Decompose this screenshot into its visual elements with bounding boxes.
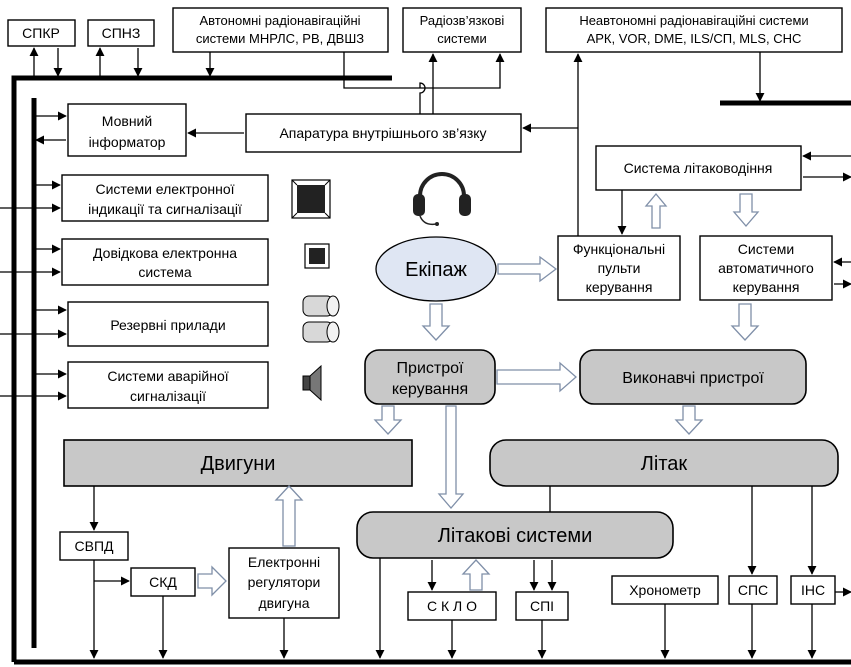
autocontrol-block: Системи автоматичного керування <box>699 235 833 301</box>
navigation-system-block: Система літаководіння <box>595 145 802 191</box>
engine-regulators-label-3: двигуна <box>258 595 309 611</box>
controls-label-2: керування <box>392 381 468 398</box>
backup-instruments-label: Резервні прилади <box>110 317 225 333</box>
crew-label: Екіпаж <box>405 259 467 281</box>
nonautonomous-nav-label-2: АРК, VOR, DME, ILS/СП, MLS, СНС <box>587 31 802 46</box>
eis-label-1: Системи електронної <box>96 181 235 197</box>
alarm-systems-label-2: сигналізації <box>130 388 206 404</box>
actuators-block: Виконавчі пристрої <box>579 349 807 405</box>
ins-block: ІНС <box>790 575 836 605</box>
nonautonomous-nav-label-1: Неавтономні радіонавігаційні системи <box>579 13 808 28</box>
voice-informer-label-1: Мовний <box>102 113 152 129</box>
chronometer-block: Хронометр <box>611 575 719 605</box>
skd-block: СКД <box>130 567 196 597</box>
reference-system-block: Довідкова електронна система <box>61 238 269 286</box>
spnz-label: СПНЗ <box>102 25 141 41</box>
actuators-label: Виконавчі пристрої <box>622 370 764 387</box>
headset-icon <box>413 172 471 226</box>
spi-label: СПІ <box>530 598 554 614</box>
backup-instruments-block: Резервні прилади <box>67 301 269 347</box>
alarm-systems-label-1: Системи аварійної <box>107 368 228 384</box>
engines-label: Двигуни <box>201 453 276 475</box>
chronometer-label: Хронометр <box>629 582 701 598</box>
engine-regulators-label-1: Електронні <box>248 554 320 570</box>
hollow-arrows <box>197 192 760 597</box>
top-connectors <box>29 47 765 238</box>
aircraft-systems-block: Літакові системи <box>356 511 674 559</box>
control-panels-block: Функціональні пульти керування <box>557 235 681 301</box>
speaker-icon <box>302 364 322 402</box>
bottom-connectors <box>89 486 851 659</box>
display-icon <box>291 179 331 219</box>
controls-block: Пристрої керування <box>364 349 496 405</box>
intercom-label: Апаратура внутрішнього зв’язку <box>279 125 486 141</box>
eis-block: Системи електронної індикації та сигналі… <box>61 174 269 222</box>
ins-label: ІНС <box>801 582 825 598</box>
controls-label-1: Пристрої <box>397 360 464 377</box>
sps-block: СПС <box>728 575 778 605</box>
engine-regulators-label-2: регулятори <box>248 574 321 590</box>
autocontrol-label-1: Системи <box>738 241 794 257</box>
skd-label: СКД <box>149 574 177 590</box>
reference-system-label-1: Довідкова електронна <box>93 245 237 261</box>
aircraft-systems-label: Літакові системи <box>438 525 593 547</box>
crew-node: Екіпаж <box>375 236 497 302</box>
control-panels-label-1: Функціональні <box>573 241 665 257</box>
engine-regulators-block: Електронні регулятори двигуна <box>228 547 340 619</box>
spi-block: СПІ <box>515 591 569 621</box>
radio-comm-label-2: системи <box>437 31 487 46</box>
control-panels-label-3: керування <box>586 279 653 295</box>
voice-informer-label-2: інформатор <box>89 134 166 150</box>
navigation-system-label: Система літаководіння <box>624 160 773 176</box>
aircraft-label: Літак <box>641 453 688 475</box>
sklo-block: С К Л О <box>407 591 497 621</box>
autonomous-nav-label-2: системи МНРЛС, РВ, ДВШЗ <box>196 31 364 46</box>
sklo-label: С К Л О <box>427 598 477 614</box>
spkr-block: СПКР <box>7 19 76 47</box>
radio-comm-block: Радіозв’язкові системи <box>402 7 522 53</box>
aircraft-block: Літак <box>489 439 839 487</box>
intercom-block: Апаратура внутрішнього зв’язку <box>245 113 522 153</box>
svpd-block: СВПД <box>59 531 129 561</box>
voice-informer-block: Мовний інформатор <box>67 103 187 157</box>
nonautonomous-nav-block: Неавтономні радіонавігаційні системи АРК… <box>545 7 843 53</box>
svpd-label: СВПД <box>75 538 115 554</box>
sps-label: СПС <box>738 582 768 598</box>
autonomous-nav-block: Автономні радіонавігаційні системи МНРЛС… <box>172 7 389 53</box>
gauge-icon <box>302 295 340 343</box>
autocontrol-label-3: керування <box>733 279 800 295</box>
data-buses <box>11 75 851 665</box>
radio-comm-label-1: Радіозв’язкові <box>420 13 505 28</box>
spkr-label: СПКР <box>22 25 60 41</box>
eis-label-2: індикації та сигналізації <box>88 201 242 217</box>
control-panels-label-2: пульти <box>598 260 641 276</box>
autocontrol-label-2: автоматичного <box>718 260 814 276</box>
small-display-icon <box>304 243 330 269</box>
reference-system-label-2: система <box>138 264 191 280</box>
autonomous-nav-label-1: Автономні радіонавігаційні <box>199 13 360 28</box>
spnz-block: СПНЗ <box>87 19 155 47</box>
alarm-systems-block: Системи аварійної сигналізації <box>67 361 269 409</box>
engines-block: Двигуни <box>63 439 413 487</box>
left-column-connectors <box>0 111 578 401</box>
